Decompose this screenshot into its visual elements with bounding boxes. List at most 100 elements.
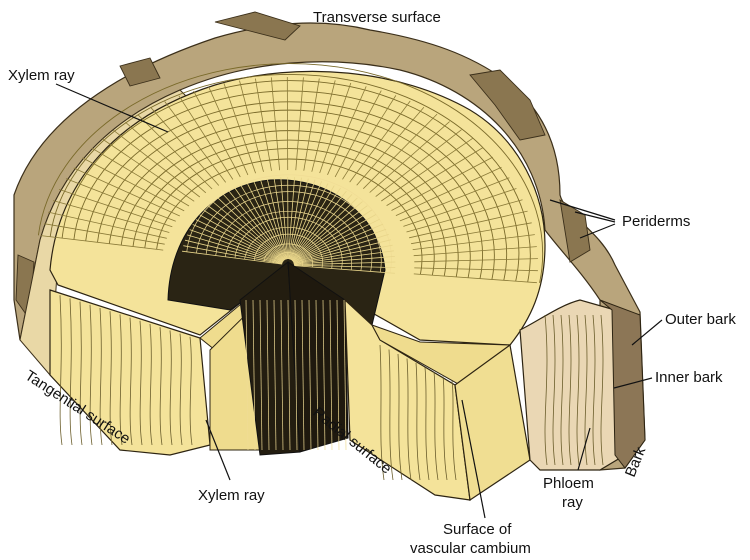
heartwood-ring <box>186 174 392 273</box>
tangential-grain <box>99 307 103 446</box>
xylem-ray-line <box>363 113 438 189</box>
heartwood-ray-line <box>228 191 286 261</box>
heartwood-ray-line <box>292 209 373 262</box>
xylem-ray-line <box>178 95 234 180</box>
heartwood-ray-line <box>290 187 341 261</box>
xylem-ray-line <box>381 137 473 202</box>
heartwood-ray-line <box>289 179 316 260</box>
xylem-ray-line <box>406 199 523 233</box>
heartwood-ray-line <box>217 197 285 261</box>
phloem-grain <box>584 314 588 466</box>
radial-grain <box>245 299 249 451</box>
heartwood-ray-line <box>181 250 283 265</box>
heartwood-ray-line <box>293 265 395 274</box>
radial-grain <box>329 299 333 451</box>
xylem-ray-line <box>413 246 537 257</box>
label-xylem-ray-bottom: Xylem ray <box>198 487 265 504</box>
right-block-grain <box>379 344 385 481</box>
heartwood-ray-line <box>291 197 358 261</box>
heartwood-ray-line <box>234 188 286 261</box>
heartwood-ray-line <box>288 177 302 260</box>
growth-ring <box>37 63 544 283</box>
xylem-ray-line <box>395 166 502 216</box>
xylem-ray-line <box>125 121 207 194</box>
leader-periderm-1 <box>549 199 616 221</box>
leader-xylem-ray-top <box>55 83 169 133</box>
xylem-ray-line <box>270 77 280 171</box>
heartwood-ray-line <box>223 194 285 261</box>
tangential-grain <box>159 327 163 446</box>
xylem-ray-line <box>255 78 272 171</box>
xylem-ray-line <box>137 114 213 190</box>
xylem-ray-line <box>65 178 176 222</box>
xylem-ray-line <box>295 77 304 171</box>
heartwood-ray-line <box>208 205 284 262</box>
tangential-grain <box>129 317 133 446</box>
heartwood-ray-line <box>292 214 377 262</box>
phloem-grain <box>576 314 580 466</box>
xylem-ray-line <box>349 100 411 183</box>
xylem-ray-line <box>342 95 397 180</box>
xylem-ray-line <box>82 157 185 212</box>
heartwood-ray-line <box>240 185 286 260</box>
label-outer-bark: Outer bark <box>665 311 736 328</box>
heartwood-ray-line <box>184 239 283 264</box>
radial-grain <box>259 299 263 451</box>
heartwood-ray-line <box>293 244 393 265</box>
heartwood-ray-line <box>288 177 295 260</box>
xylem-ray-line <box>164 101 227 183</box>
xylem-ray-line <box>356 106 425 186</box>
radial-grain <box>308 299 312 451</box>
xylem-ray-line <box>102 138 195 202</box>
xylem-ray-line <box>386 147 484 206</box>
xylem-ray-line <box>223 83 256 174</box>
heartwood-ray-line <box>186 234 283 264</box>
leader-inner-bark <box>613 377 653 389</box>
xylem-ray-line <box>409 210 528 239</box>
xylem-ray-line <box>369 121 450 193</box>
tangential-grain <box>59 295 63 446</box>
right-block-grain <box>451 380 457 481</box>
radial-grain <box>343 299 347 451</box>
xylem-ray-line <box>311 80 336 172</box>
heartwood-ray-line <box>290 185 335 260</box>
radial-grain <box>287 299 291 451</box>
wood-grain-lines <box>59 295 457 481</box>
heartwood-ray-line <box>293 228 387 263</box>
heartwood-ray-line <box>195 219 284 263</box>
heartwood-ray-line <box>291 194 353 261</box>
radial-grain <box>322 299 326 451</box>
phloem-grain <box>568 314 572 466</box>
heartwood-ray-line <box>289 183 329 260</box>
phloem-grain <box>600 314 604 466</box>
radial-grain <box>336 299 340 451</box>
label-periderms: Periderms <box>622 213 690 230</box>
growth-ring <box>49 74 531 283</box>
bark-grain <box>544 314 604 466</box>
heartwood-ray-line <box>199 214 284 262</box>
tangential-grain <box>89 304 93 446</box>
tangential-grain <box>189 336 193 446</box>
leader-periderm-2 <box>574 211 616 223</box>
heartwood-ray-line <box>183 245 283 265</box>
heartwood-ray-line <box>189 229 283 263</box>
label-xylem-ray-top: Xylem ray <box>8 67 75 84</box>
leader-phloem-ray <box>577 427 591 471</box>
xylem-ray-line <box>52 200 170 233</box>
xylem-ray-line <box>150 107 220 186</box>
xylem-ray-line <box>414 258 538 263</box>
heartwood-ray-line <box>280 177 288 260</box>
heartwood-ray-line <box>289 181 322 260</box>
radial-grain <box>273 299 277 451</box>
xylem-ray-line <box>391 156 493 211</box>
tangential-grain <box>109 311 113 446</box>
right-block-grain <box>397 353 403 481</box>
xylem-ray-line <box>239 80 264 172</box>
tangential-grain <box>139 320 143 446</box>
phloem-grain <box>544 314 548 466</box>
radial-grain <box>315 299 319 451</box>
heartwood-ray-line <box>266 178 288 260</box>
label-phloem-ray-line1: Phloem <box>543 475 594 492</box>
xylem-ray-line <box>414 267 538 272</box>
